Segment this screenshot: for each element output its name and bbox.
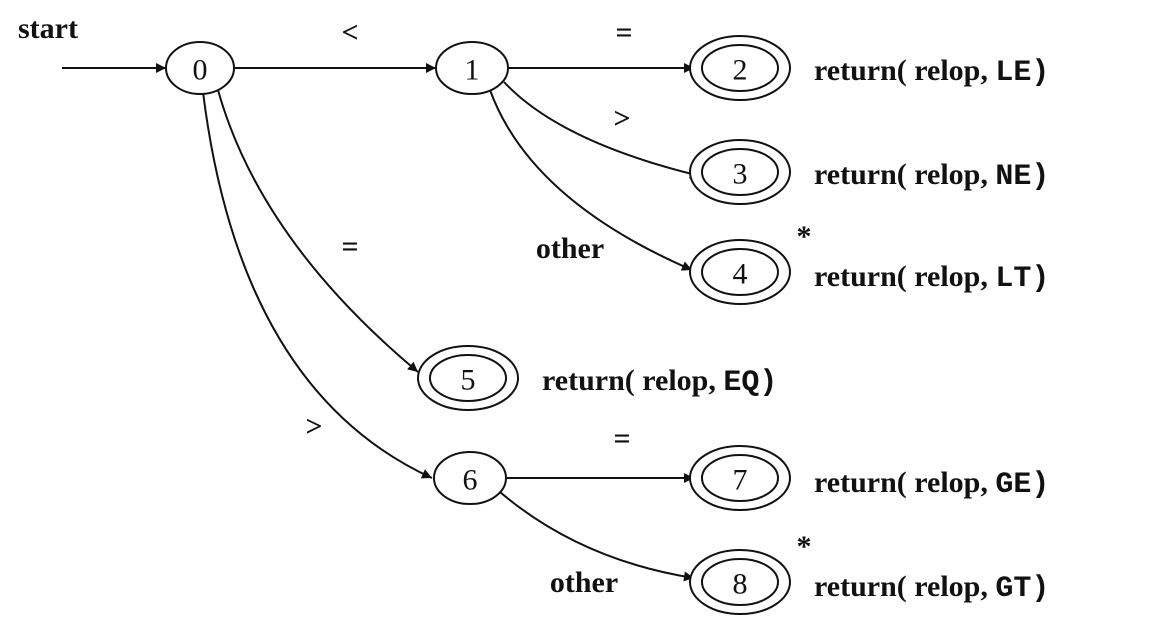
- label-1-2: =: [615, 16, 632, 49]
- action-state-3: return( relop, NE): [814, 158, 1049, 194]
- svg-text:0: 0: [193, 54, 208, 87]
- state-0: 0: [165, 41, 235, 95]
- action-state-5: return( relop, EQ): [542, 364, 777, 400]
- svg-text:5: 5: [461, 364, 476, 397]
- label-0-5: =: [341, 230, 358, 263]
- label-6-7: =: [613, 422, 630, 455]
- label-1-3: >: [613, 102, 630, 135]
- svg-text:2: 2: [733, 54, 748, 87]
- state-8: 8: [689, 549, 791, 615]
- state-6: 6: [433, 451, 507, 505]
- state-1: 1: [435, 41, 509, 95]
- edge-1-3: [503, 81, 701, 179]
- edge-0-6: [202, 91, 433, 479]
- action-state-8: return( relop, GT): [814, 570, 1049, 606]
- edge-1-4: [489, 89, 693, 271]
- retract-mark-8: *: [797, 530, 812, 563]
- edge-6-8: [499, 491, 695, 582]
- action-state-7: return( relop, GE): [814, 466, 1049, 502]
- svg-text:8: 8: [733, 568, 748, 601]
- label-0-1: <: [341, 16, 358, 49]
- state-5: 5: [417, 345, 519, 411]
- state-4: 4: [689, 239, 791, 305]
- svg-text:6: 6: [463, 464, 478, 497]
- label-1-4: other: [536, 232, 604, 265]
- action-state-4: return( relop, LT): [814, 260, 1049, 296]
- svg-text:3: 3: [733, 158, 748, 191]
- state-3: 3: [689, 139, 791, 205]
- start-label: start: [18, 12, 78, 45]
- state-7: 7: [689, 445, 791, 511]
- svg-text:7: 7: [733, 464, 748, 497]
- svg-text:1: 1: [465, 54, 480, 87]
- label-6-8: other: [550, 566, 618, 599]
- edge-0-5: [217, 89, 419, 373]
- state-2: 2: [689, 35, 791, 101]
- action-state-2: return( relop, LE): [814, 54, 1049, 90]
- label-0-6: >: [305, 410, 322, 443]
- svg-text:4: 4: [733, 258, 748, 291]
- retract-mark-4: *: [797, 220, 812, 253]
